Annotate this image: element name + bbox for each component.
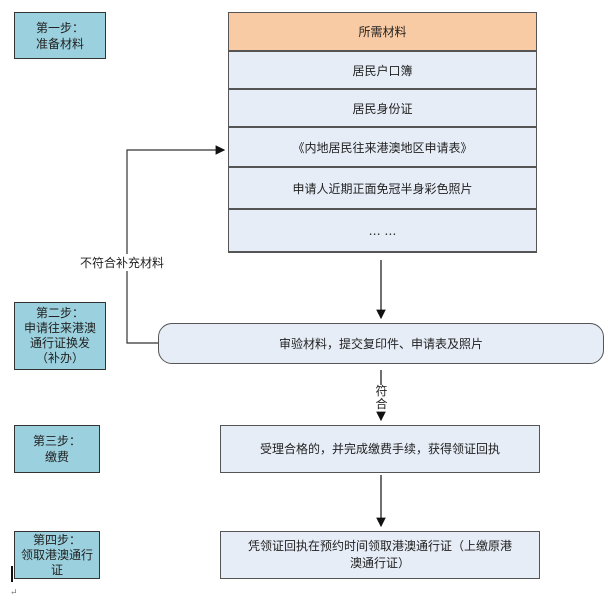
arrow-reject-loop [126, 145, 226, 344]
step-3-line: 第三步： [32, 434, 81, 448]
pass-label-char: 合 [375, 397, 388, 411]
paragraph-mark: ↵ [10, 588, 18, 598]
step-4-line: 领取港澳通行 [20, 547, 93, 562]
pass-label: 符 合 [375, 385, 388, 411]
step-2-line: 第二步： [35, 306, 84, 320]
materials-item: 居民身份证 [228, 90, 537, 128]
collect-line: 凭领证回执在预约时间领取港澳通行证（上缴原港 [247, 539, 512, 553]
step-3-box: 第三步： 缴费 [14, 425, 100, 473]
collect-line: 澳通行证） [349, 556, 410, 570]
step-1-line: 第一步： [35, 20, 84, 35]
materials-item: 居民户口簿 [228, 52, 537, 90]
step-4-box: 第四步： 领取港澳通行 证 [14, 531, 100, 579]
collect-step: 凭领证回执在预约时间领取港澳通行证（上缴原港 澳通行证） [220, 531, 540, 579]
materials-item: 《内地居民往来港澳地区申请表》 [228, 128, 537, 168]
step-2-box: 第二步： 申请往来港澳 通行证换发 （补办） [14, 302, 106, 370]
review-step: 审验材料，提交复印件、申请表及照片 [158, 323, 604, 364]
step-3-line: 缴费 [44, 450, 69, 464]
step-4-line: 证 [50, 562, 63, 577]
step-2-line: 申请往来港澳 [23, 321, 96, 335]
step-2-line: 通行证换发 [29, 336, 90, 350]
step-4-line: 第四步： [32, 532, 81, 547]
reject-label: 不符合补充材料 [80, 254, 165, 271]
step-1-line: 准备材料 [35, 36, 84, 51]
step-2-line: （补办） [35, 351, 84, 365]
materials-item: … … [228, 210, 537, 253]
step-1-box: 第一步： 准备材料 [14, 12, 106, 59]
payment-step: 受理合格的，并完成缴费手续，获得领证回执 [220, 425, 540, 473]
materials-item: 申请人近期正面免冠半身彩色照片 [228, 168, 537, 210]
materials-header: 所需材料 [228, 12, 537, 52]
pass-label-char: 符 [375, 384, 388, 398]
